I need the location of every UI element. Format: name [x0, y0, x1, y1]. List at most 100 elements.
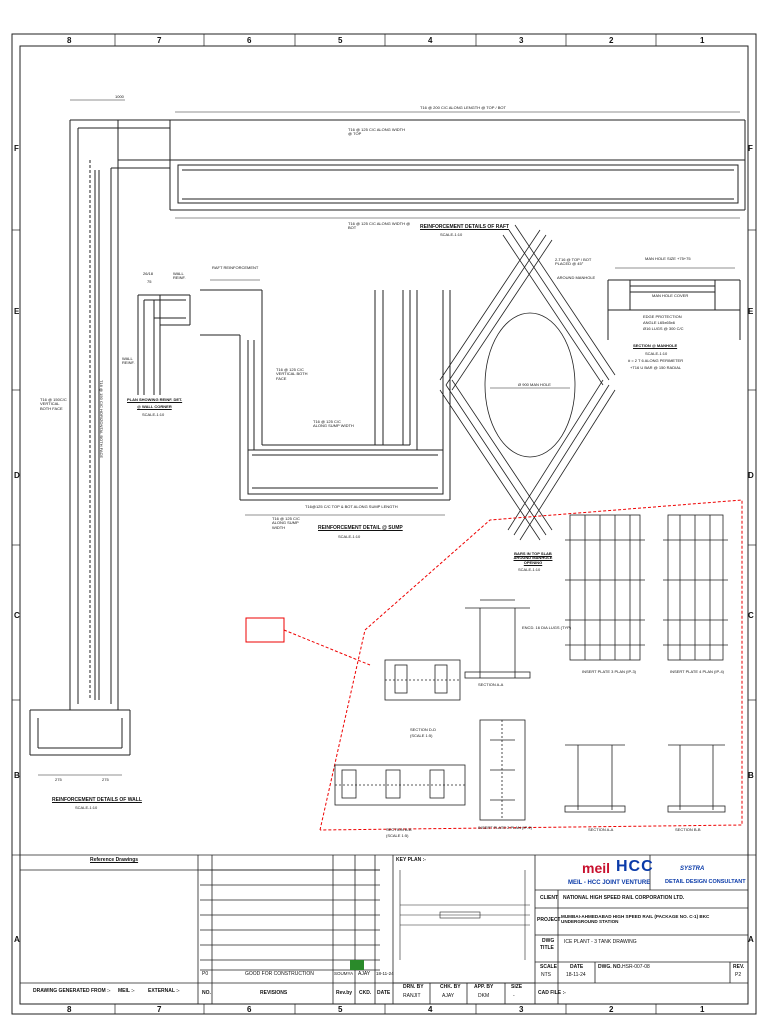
- row-label-right: E: [748, 307, 754, 316]
- manhole-note-1: 2-T16 @ TOP / BOT PLACED @ 45°: [555, 257, 592, 267]
- col-label-bottom: 1: [700, 1005, 705, 1014]
- chk-value: AJAY: [442, 993, 455, 999]
- sump-vertical-note: T16 @ 125 C/C VERTICAL BOTH FACE: [276, 367, 308, 381]
- col-date: DATE: [377, 990, 391, 996]
- reference-drawings-header: Reference Drawings: [90, 857, 139, 863]
- raft-detail: [169, 111, 746, 219]
- corner-wall-reinf: WALL REINF.: [173, 271, 186, 281]
- size-value: -: [513, 993, 515, 999]
- ip4-plan-label: INSERT PLATE 4 PLAN (IP-4): [670, 669, 725, 674]
- dwg-no-value: HSR-007-08: [622, 964, 650, 970]
- drn-label: DRN. BY: [403, 984, 424, 990]
- ip3-plan-label: INSERT PLATE 3 PLAN (IP-3): [582, 669, 637, 674]
- jv-name: MEIL - HCC JOINT VENTURE: [568, 880, 651, 886]
- key-plan-header: KEY PLAN :-: [396, 857, 426, 863]
- section-manhole-top: MAN HOLE SIZE +75+75: [645, 256, 691, 261]
- col-label: 2: [609, 36, 614, 45]
- hcc-logo: HCC: [616, 858, 654, 875]
- cad-file-label: CAD FILE :-: [538, 990, 566, 996]
- col-label: 6: [247, 36, 252, 45]
- section-manhole-edge-3: Ø16 LUGS @ 300 C/C: [643, 326, 684, 331]
- section-manhole-edge-1: EDGE PROTECTION: [643, 314, 682, 319]
- corner-title-2: @ WALL CORNER: [137, 404, 172, 409]
- rev-row-by: SOUMYA: [334, 971, 354, 976]
- rev-value: P2: [735, 972, 742, 978]
- lugs-note: ENCD. 16 DIA LUGS (TYP): [522, 625, 572, 630]
- manhole-bars-title: BARS IN TOP SLAB AROUND MANHOLE OPENING: [513, 551, 553, 565]
- sump-bottom-note: T16@125 C/C TOP & BOT ALONG SUMP LENGTH: [305, 504, 398, 509]
- date-value: 18-11-24: [566, 972, 586, 978]
- project-value: MUMBAI-AHMEDABAD HIGH SPEED RAIL (PACKAG…: [561, 914, 710, 925]
- raft-title: REINFORCEMENT DETAILS OF RAFT: [420, 224, 510, 230]
- manhole-note-2: AROUND MANHOLE: [557, 275, 596, 280]
- drn-value: RANJIT: [403, 993, 421, 999]
- manhole-scale: SCALE-1:10: [518, 567, 541, 572]
- project-label: PROJECT: [537, 917, 561, 923]
- rev-row-no: P0: [202, 971, 209, 977]
- revision-marker: [350, 960, 364, 970]
- size-label: SIZE: [511, 984, 523, 990]
- col-label: 5: [338, 36, 343, 45]
- row-label-right: B: [748, 771, 754, 780]
- manhole-bars: [439, 224, 616, 541]
- corner-wall: WALL REINF.: [122, 356, 135, 366]
- section-manhole: [607, 267, 741, 340]
- section-aa-2-label: SECTION A-A: [588, 827, 614, 832]
- manhole-hole: Ø 900 MAN HOLE: [518, 382, 551, 387]
- wall-dim: 275: [102, 777, 109, 782]
- key-plan: [399, 870, 530, 960]
- sump-scale: SCALE-1:10: [338, 534, 361, 539]
- generated-from-label: DRAWING GENERATED FROM :-: [33, 988, 111, 994]
- section-bb-label: SECTION B-B: [386, 827, 412, 832]
- row-label: F: [14, 144, 19, 153]
- row-label-right: A: [748, 935, 754, 944]
- raft-bot-note: T16 @ 125 C/C ALONG WIDTH @ BOT: [348, 221, 411, 231]
- app-value: DKM: [478, 993, 490, 999]
- wall-detail: [29, 99, 170, 776]
- meil-label: MEIL :-: [118, 988, 135, 994]
- app-label: APP. BY: [474, 984, 494, 990]
- section-manhole-edge-2: ANGLE L65x65x6: [643, 320, 676, 325]
- section-bb-scale: (SCALE 1:5): [386, 833, 409, 838]
- row-label: E: [14, 307, 20, 316]
- raft-top-note: T16 @ 125 C/C ALONG WIDTH @ TOP: [348, 127, 405, 137]
- corner-dim: 26/18: [143, 271, 154, 276]
- sump-detail: [200, 279, 451, 516]
- sump-along-width: T16 @ 125 C/C ALONG SUMP WIDTH: [313, 419, 354, 429]
- wall-dim: 275: [55, 777, 62, 782]
- date-label: DATE: [570, 964, 584, 970]
- outer-border: [11, 33, 757, 1015]
- red-callout: [245, 499, 743, 831]
- systra-logo: SYSTRA: [680, 866, 705, 872]
- rev-row-chk: AJAY: [358, 971, 371, 977]
- chk-label: CHK. BY: [440, 984, 461, 990]
- raft-scale: SCALE-1:10: [440, 232, 463, 237]
- section-manhole-cover: MAN HOLE COVER: [652, 293, 689, 298]
- client-label: CLIENT: [540, 895, 559, 901]
- sump-raft-reinf: RAFT REINFORCEMENT: [212, 265, 259, 270]
- insert-plate-details: [334, 514, 728, 821]
- sump-title: REINFORCEMENT DETAIL @ SUMP: [318, 525, 403, 531]
- row-label: A: [14, 935, 20, 944]
- title-block-grid: [20, 854, 748, 1005]
- dwg-title-value: ICE PLANT - 3 TANK DRAWING: [564, 939, 637, 945]
- section-aa-label: SECTION A-A: [478, 682, 504, 687]
- client-value: NATIONAL HIGH SPEED RAIL CORPORATION LTD…: [563, 895, 685, 901]
- sump-bottom-width: T16 @ 125 C/C ALONG SUMP WIDTH: [272, 516, 300, 530]
- section-manhole-note-2: +T16 U BAR @ 150 RADIAL: [630, 365, 682, 370]
- col-label-bottom: 7: [157, 1005, 162, 1014]
- col-label-bottom: 2: [609, 1005, 614, 1014]
- section-dd-label: SECTION D-D: [410, 727, 436, 732]
- consultant: DETAIL DESIGN CONSULTANT: [665, 879, 746, 885]
- wall-horizontal-note: T16 @ 150 C/C HORIZONTAL BOTH FACE: [99, 380, 104, 459]
- meil-logo: meil: [582, 860, 611, 876]
- col-ckd: CKD.: [359, 990, 372, 996]
- row-label: C: [14, 611, 20, 620]
- scale-value: NTS: [541, 972, 551, 978]
- scale-label: SCALE: [540, 964, 557, 970]
- col-label: 8: [67, 36, 72, 45]
- section-bb-2-label: SECTION B-B: [675, 827, 701, 832]
- col-no: NO.: [202, 990, 211, 996]
